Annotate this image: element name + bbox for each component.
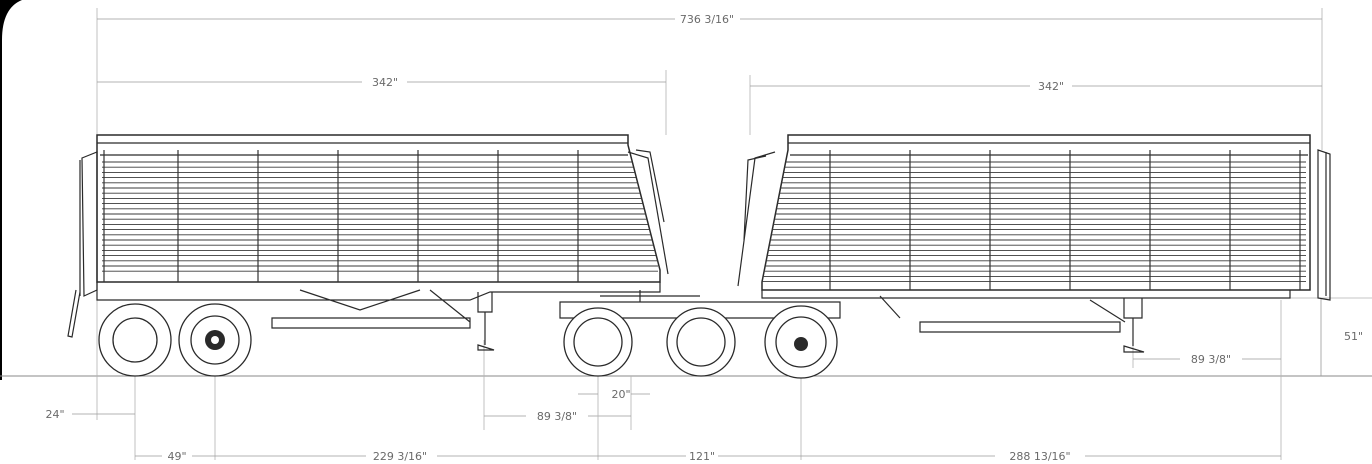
trailer1-body-length-dimension: 342"	[97, 70, 667, 135]
lead-trailer	[67, 134, 669, 377]
lead-trailer-rear-arm	[67, 151, 98, 338]
lead-trailer-wheel-1	[98, 303, 172, 377]
lead-trailer-landing-gear	[477, 292, 495, 351]
overall-length-dimension: 736 3/16"	[96, 8, 1323, 420]
trailer1-wheelbase-label: 229 3/16"	[373, 450, 427, 463]
pup-trailer-slats	[762, 161, 1306, 283]
dolly-wheel-2	[666, 307, 736, 377]
pup-trailer-rear-arm	[1317, 149, 1331, 301]
dolly-frame	[559, 290, 841, 319]
dolly-offset-dimension: 20"	[578, 376, 650, 460]
front-overhang-dimension: 24"	[45, 376, 136, 460]
trailer2-landing-gear-label: 89 3/8"	[1191, 353, 1231, 366]
corner-tab	[0, 0, 22, 380]
pup-trailer-landing-gear	[1123, 298, 1145, 353]
height-label: 51"	[1344, 330, 1363, 343]
pup-trailer-body	[761, 134, 1311, 291]
pup-trailer	[737, 134, 1331, 379]
dolly-offset-label: 20"	[611, 388, 630, 401]
lead-trailer-chassis	[96, 282, 661, 329]
trailer2-body-length-label: 342"	[1038, 80, 1064, 93]
lead-trailer-slats	[102, 161, 658, 272]
lead-trailer-wheel-2	[178, 303, 252, 377]
wheelbase-dimensions: 49" 229 3/16" 121" 288 13/16"	[135, 376, 1281, 463]
dolly-wheel-1	[563, 307, 633, 377]
pup-trailer-front-panel	[737, 151, 776, 287]
height-dimension: 51"	[1290, 297, 1372, 376]
pup-trailer-posts	[829, 150, 1301, 290]
trailer2-body-length-dimension: 342"	[749, 75, 1322, 135]
trailer2-landing-gear-dimension: 89 3/8"	[1132, 300, 1282, 460]
lead-trailer-posts	[103, 150, 579, 282]
pup-trailer-wheel	[764, 305, 838, 379]
overall-length-label: 736 3/16"	[680, 13, 734, 26]
trailer1-landing-gear-label: 89 3/8"	[537, 410, 577, 423]
lead-trailer-front-panel	[627, 149, 669, 275]
pup-trailer-chassis	[761, 290, 1291, 333]
front-overhang-label: 24"	[45, 408, 64, 421]
axle-spread-label: 49"	[167, 450, 186, 463]
converter-dolly	[559, 290, 841, 377]
trailer1-body-length-label: 342"	[372, 76, 398, 89]
dolly-span-label: 121"	[689, 450, 715, 463]
trailer1-landing-gear-dimension: 89 3/8"	[483, 340, 632, 430]
trailer2-wheelbase-label: 288 13/16"	[1009, 450, 1070, 463]
